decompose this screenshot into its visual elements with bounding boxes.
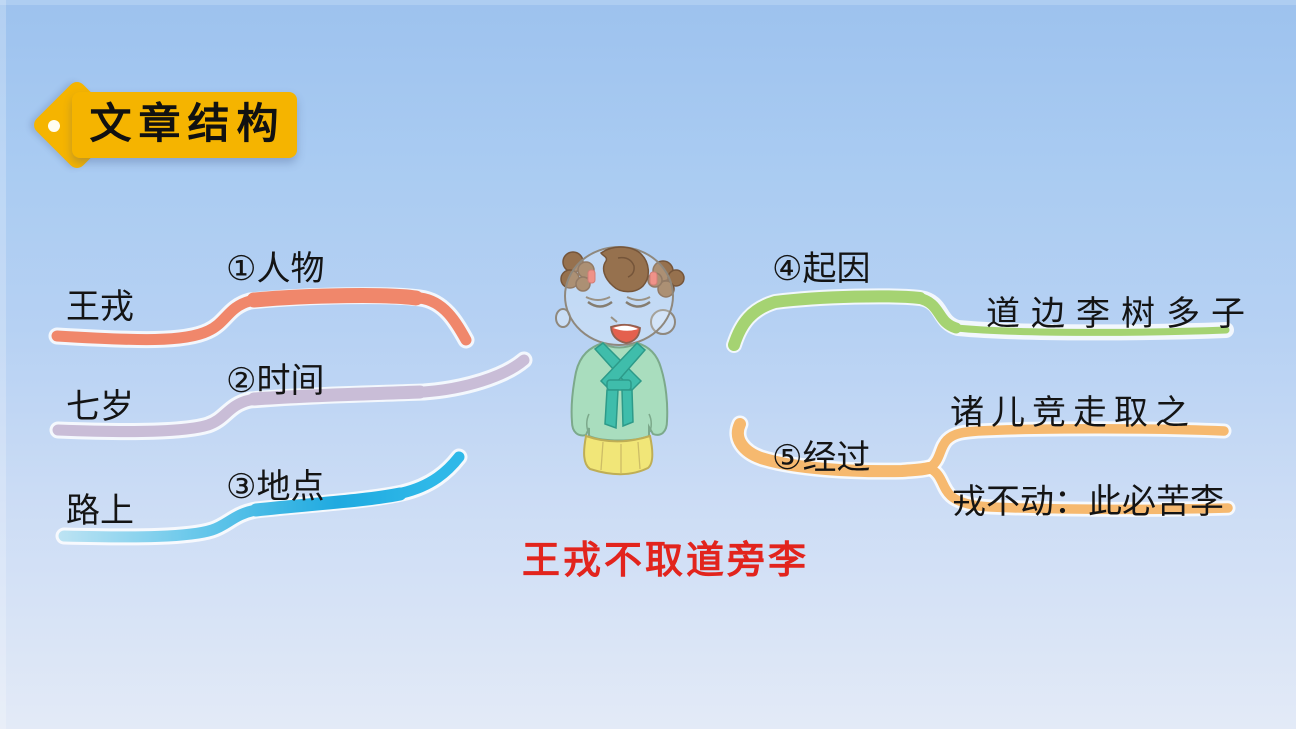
branch-line-jingguo	[729, 415, 1236, 517]
branch-label-didian: ③地点	[226, 468, 325, 506]
branch-value-rongbudong: 戎不动：此必苦李	[952, 483, 1224, 521]
child-character-illustration	[555, 246, 685, 476]
branch-line-renwu	[48, 287, 475, 349]
slide-left-edge-highlight	[0, 0, 6, 729]
banner-tag: 文章结构	[72, 92, 297, 158]
hair-tie-left	[587, 269, 596, 284]
branch-label-shijian: ②时间	[226, 362, 325, 400]
skirt-folds	[600, 441, 641, 473]
banner-hole-dot	[48, 120, 60, 132]
branch-label-jingguo: ⑤经过	[772, 439, 871, 477]
collar-sash	[593, 341, 647, 430]
hair-tie-right	[649, 271, 658, 286]
branch-line-shijian	[49, 351, 533, 441]
sleeve-folds	[586, 413, 652, 434]
banner-title: 文章结构	[89, 102, 286, 148]
branch-value-wangrong: 王戎	[66, 288, 134, 326]
branch-label-qiyin: ④起因	[772, 250, 871, 288]
skirt	[583, 434, 654, 476]
branch-line-didian	[55, 448, 468, 546]
face-features	[585, 296, 651, 323]
branch-value-lushang: 路上	[66, 492, 134, 530]
branch-value-qisui: 七岁	[66, 388, 134, 426]
branch-label-renwu: ①人物	[226, 250, 325, 288]
hair-fringe	[599, 246, 649, 293]
robe	[570, 341, 669, 442]
teeth	[613, 325, 638, 331]
slide-top-edge-highlight	[0, 0, 1296, 5]
branch-value-zhuer: 诸儿竞走取之	[950, 394, 1196, 432]
lesson-title: 王戎不取道旁李	[522, 540, 810, 582]
branch-line-qiyin	[726, 288, 1234, 353]
branch-value-daobian: 道边李树多子	[986, 295, 1256, 333]
